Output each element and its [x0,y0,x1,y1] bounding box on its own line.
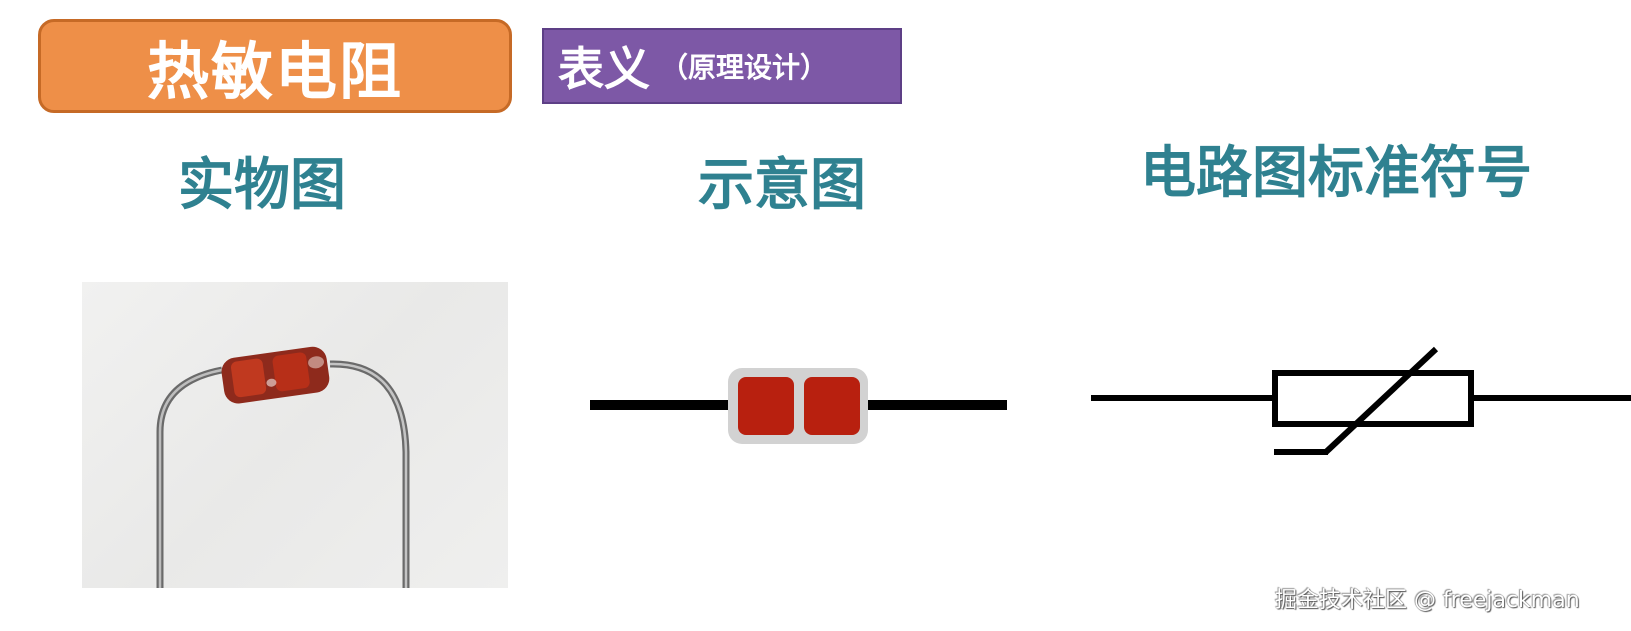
title-badge: 热敏电阻 [38,19,512,113]
thermistor-photo-drawing [156,346,410,588]
right-element [804,377,860,435]
heading-circuit-symbol: 电路图标准符号 [1140,141,1532,206]
watermark: 掘金技术社区 @ freejackman [1275,588,1580,613]
subtitle-paren: （原理设计） [660,51,829,84]
subtitle-badge: 表义 （原理设计） [542,28,902,104]
subtitle-main: 表义 [558,42,650,96]
left-element [738,377,794,435]
heading-schematic: 示意图 [698,153,866,218]
thermistor-photo [82,282,508,588]
page-title: 热敏电阻 [146,35,403,108]
heading-photo: 实物图 [178,153,346,218]
